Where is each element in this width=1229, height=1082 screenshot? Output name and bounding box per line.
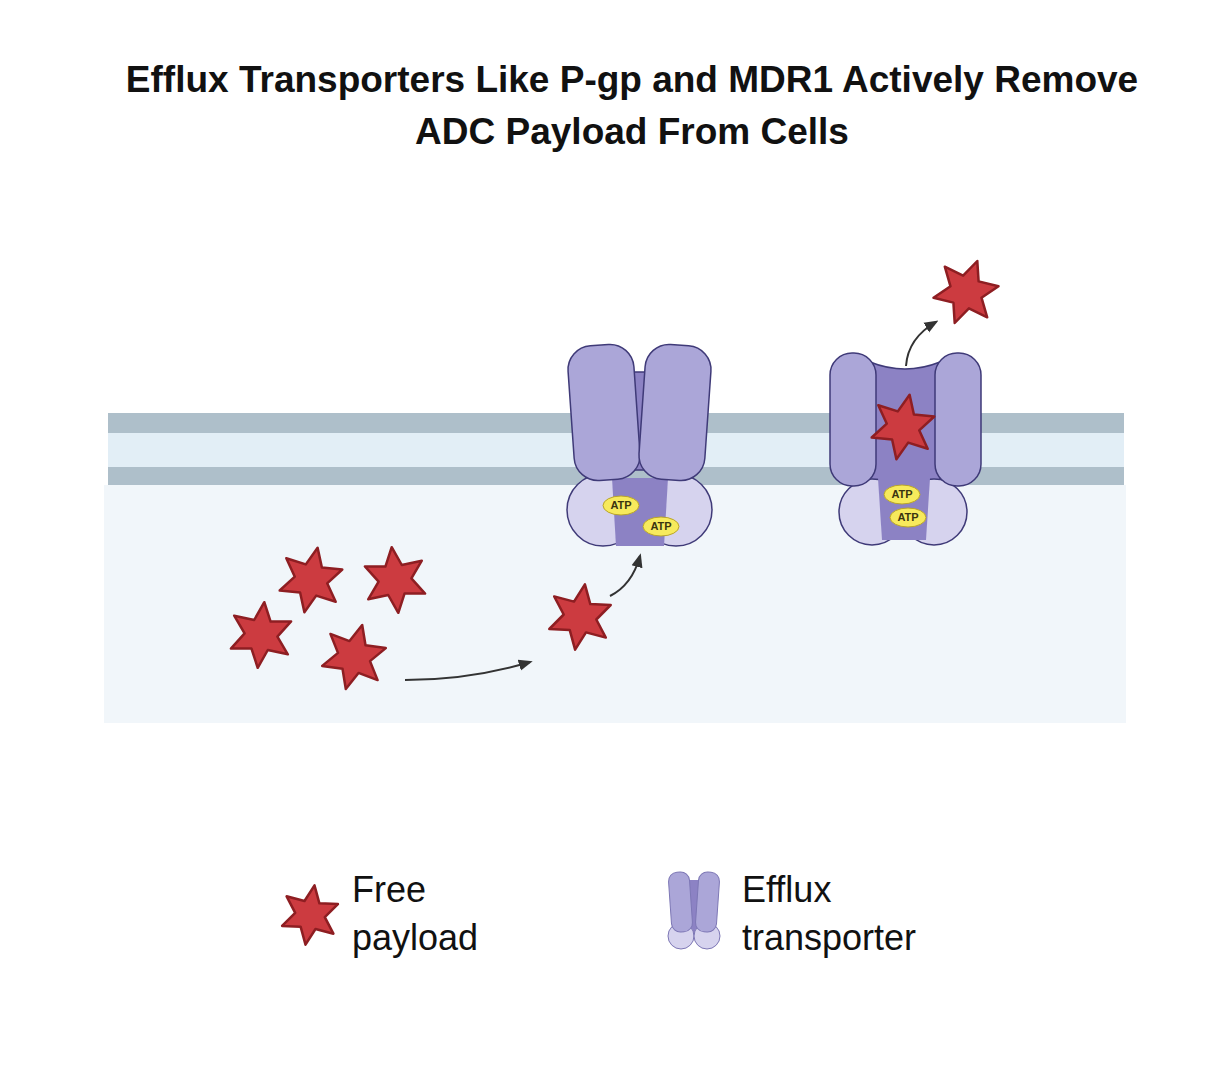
- atp-label: ATP: [891, 489, 912, 500]
- legend-label: Efflux transporter: [742, 866, 982, 962]
- atp-molecule: ATP: [602, 495, 640, 516]
- efflux-transporter-open: [830, 353, 981, 545]
- payload-star: [549, 584, 610, 649]
- atp-label: ATP: [897, 512, 918, 523]
- title: Efflux Transporters Like P-gp and MDR1 A…: [112, 54, 1152, 158]
- atp-label: ATP: [610, 500, 631, 511]
- payload-star: [934, 261, 999, 323]
- payload-star: [322, 625, 386, 689]
- atp-molecule: ATP: [889, 507, 927, 528]
- atp-label: ATP: [650, 521, 671, 532]
- movement-arrow: [610, 556, 640, 596]
- legend-star-icon: [282, 885, 338, 944]
- payload-stars: [231, 261, 999, 689]
- legend-label: Free payload: [352, 866, 542, 962]
- movement-arrow: [405, 662, 530, 680]
- payload-star: [872, 395, 935, 460]
- efflux-transporter-closed: [566, 343, 712, 546]
- legend-transporter-icon: [668, 871, 720, 949]
- efflux-arrow: [906, 322, 936, 366]
- atp-molecule: ATP: [642, 516, 680, 537]
- payload-star: [365, 547, 425, 613]
- payload-star: [280, 548, 343, 613]
- legend-icons: [282, 871, 720, 949]
- payload-star: [231, 602, 291, 668]
- atp-molecule: ATP: [883, 484, 921, 505]
